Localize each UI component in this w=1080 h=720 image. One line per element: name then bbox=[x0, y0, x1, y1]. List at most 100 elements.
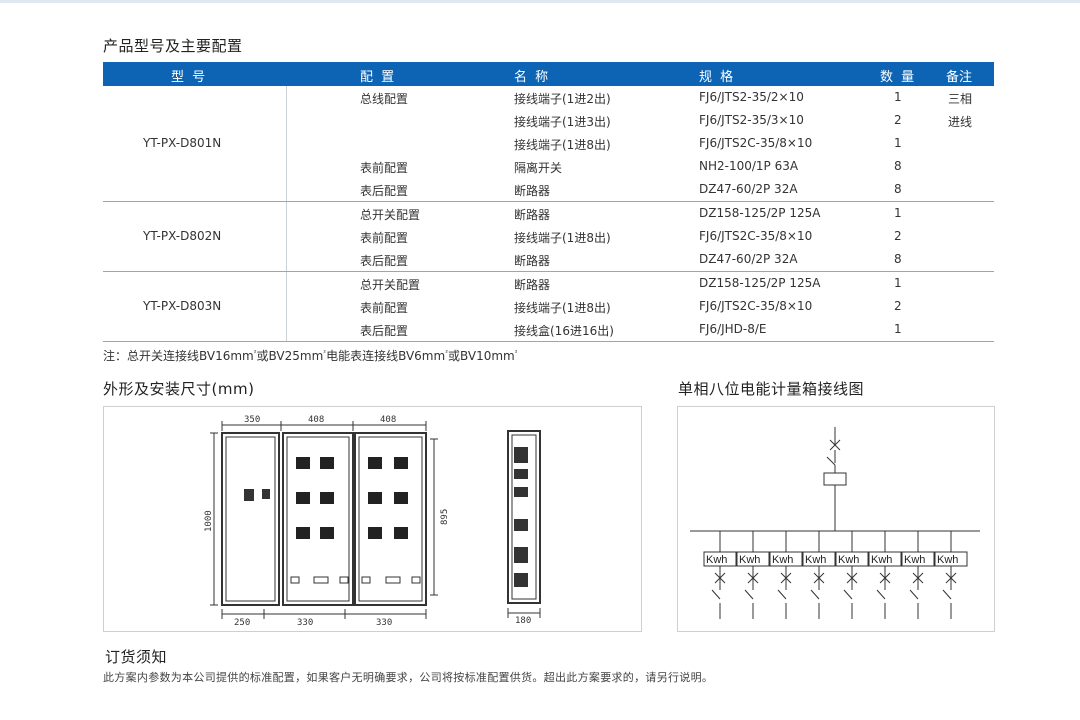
header-model: 型 号 bbox=[171, 70, 208, 85]
dim-bottom-3: 330 bbox=[376, 618, 392, 628]
column-divider bbox=[286, 202, 287, 271]
note-sup-3: ² bbox=[445, 349, 448, 357]
wiring-note: 注：总开关连接线BV16mm²或BV25mm²电能表连接线BV6mm²或BV10… bbox=[103, 347, 518, 364]
cell-spec: NH2-100/1P 63A bbox=[699, 159, 799, 173]
meter-block bbox=[320, 457, 334, 469]
meter-block bbox=[368, 492, 382, 504]
cell-name: 隔离开关 bbox=[514, 161, 563, 175]
meter-block bbox=[368, 527, 382, 539]
cell-spec: FJ6/JTS2C-35/8×10 bbox=[699, 299, 813, 313]
table-row: 表前配置 隔离开关 NH2-100/1P 63A 8 bbox=[103, 155, 994, 178]
kwh-label: Kwh bbox=[706, 554, 727, 566]
header-note: 备注 bbox=[946, 70, 973, 85]
column-divider bbox=[286, 86, 287, 201]
cell-config: 总开关配置 bbox=[360, 208, 421, 222]
cell-spec: DZ158-125/2P 125A bbox=[699, 276, 821, 290]
cell-qty: 1 bbox=[894, 136, 902, 150]
cell-name: 断路器 bbox=[514, 208, 551, 222]
cell-qty: 1 bbox=[894, 206, 902, 220]
meter-block bbox=[394, 457, 408, 469]
meter-block bbox=[296, 457, 310, 469]
meter-block bbox=[296, 527, 310, 539]
meter-block bbox=[320, 492, 334, 504]
top-rule bbox=[0, 0, 1080, 3]
cell-name: 接线端子(1进8出) bbox=[514, 231, 611, 245]
note-part-2: 或BV25mm bbox=[256, 349, 324, 363]
cell-config: 表后配置 bbox=[360, 184, 409, 198]
spec-section-title: 产品型号及主要配置 bbox=[103, 37, 243, 55]
cell-spec: DZ47-60/2P 32A bbox=[699, 182, 798, 196]
cell-config: 表前配置 bbox=[360, 161, 409, 175]
kwh-label: Kwh bbox=[871, 554, 892, 566]
table-row: 接线端子(1进8出) FJ6/JTS2C-35/8×10 1 bbox=[103, 132, 994, 155]
model-cell: YT-PX-D801N bbox=[143, 135, 222, 150]
cell-spec: FJ6/JTS2-35/3×10 bbox=[699, 113, 804, 127]
dim-height: 1000 bbox=[204, 510, 214, 532]
cell-config: 表前配置 bbox=[360, 231, 409, 245]
cell-name: 接线端子(1进8出) bbox=[514, 301, 611, 315]
note-sup-2: ² bbox=[323, 349, 327, 357]
kwh-label: Kwh bbox=[937, 554, 958, 566]
dim-top-3: 408 bbox=[380, 415, 396, 425]
dim-bottom-1: 250 bbox=[234, 618, 250, 628]
cell-qty: 2 bbox=[894, 229, 902, 243]
dim-top-1: 350 bbox=[244, 415, 260, 425]
dim-top-2: 408 bbox=[308, 415, 324, 425]
cell-name: 断路器 bbox=[514, 278, 551, 292]
note-sup-4: ² bbox=[514, 349, 518, 357]
cell-name: 接线端子(1进8出) bbox=[514, 138, 611, 152]
table-body: YT-PX-D801N 总线配置 接线端子(1进2出) FJ6/JTS2-35/2×1… bbox=[103, 86, 994, 342]
cell-name: 断路器 bbox=[514, 184, 551, 198]
cell-qty: 8 bbox=[894, 182, 902, 196]
dim-inner-height: 895 bbox=[440, 509, 450, 525]
dim-bottom-2: 330 bbox=[297, 618, 313, 628]
note-sup-1: ² bbox=[253, 349, 257, 357]
header-spec: 规 格 bbox=[699, 70, 736, 85]
cell-qty: 1 bbox=[894, 90, 902, 104]
cell-spec: DZ158-125/2P 125A bbox=[699, 206, 821, 220]
table-row: 表后配置 断路器 DZ47-60/2P 32A 8 bbox=[103, 178, 994, 201]
cell-config: 总线配置 bbox=[360, 92, 409, 106]
note-part-4: 或BV10mm bbox=[448, 349, 515, 363]
meter-block bbox=[320, 527, 334, 539]
cell-config: 表前配置 bbox=[360, 301, 409, 315]
cell-qty: 2 bbox=[894, 113, 902, 127]
note-part-3: 电能表连接线BV6mm bbox=[326, 349, 446, 363]
model-cell: YT-PX-D802N bbox=[143, 228, 222, 243]
cell-spec: FJ6/JTS2-35/2×10 bbox=[699, 90, 804, 104]
wiring-section-title: 单相八位电能计量箱接线图 bbox=[678, 380, 865, 398]
table-row: 总开关配置 断路器 DZ158-125/2P 125A 1 bbox=[103, 202, 994, 225]
cell-config: 表后配置 bbox=[360, 324, 409, 338]
kwh-label: Kwh bbox=[805, 554, 826, 566]
header-config: 配 置 bbox=[360, 70, 397, 85]
meter-block bbox=[368, 457, 382, 469]
cell-qty: 1 bbox=[894, 322, 902, 336]
meter-block bbox=[394, 527, 408, 539]
cell-qty: 2 bbox=[894, 299, 902, 313]
table-row: 表前配置 接线端子(1进8出) FJ6/JTS2C-35/8×10 2 bbox=[103, 295, 994, 318]
order-text: 此方案内参数为本公司提供的标准配置，如果客户无明确要求，公司将按标准配置供货。超… bbox=[103, 671, 714, 684]
header-name: 名 称 bbox=[514, 70, 551, 85]
cell-name: 接线盒(16进16出) bbox=[514, 324, 614, 338]
cell-qty: 1 bbox=[894, 276, 902, 290]
meter-block bbox=[394, 492, 408, 504]
cell-spec: FJ6/JTS2C-35/8×10 bbox=[699, 229, 813, 243]
cell-qty: 8 bbox=[894, 159, 902, 173]
dims-section-title: 外形及安装尺寸(mm) bbox=[103, 380, 255, 398]
dimension-drawing: 350 408 408 250 330 330 180 1000 895 bbox=[204, 415, 541, 628]
model-cell: YT-PX-D803N bbox=[143, 298, 222, 313]
cell-spec: FJ6/JTS2C-35/8×10 bbox=[699, 136, 813, 150]
column-divider bbox=[286, 272, 287, 341]
order-section-title: 订货须知 bbox=[105, 648, 168, 666]
cell-spec: DZ47-60/2P 32A bbox=[699, 252, 798, 266]
table-group: YT-PX-D801N 总线配置 接线端子(1进2出) FJ6/JTS2-35/2×1… bbox=[103, 86, 994, 202]
cell-name: 接线端子(1进2出) bbox=[514, 92, 611, 106]
